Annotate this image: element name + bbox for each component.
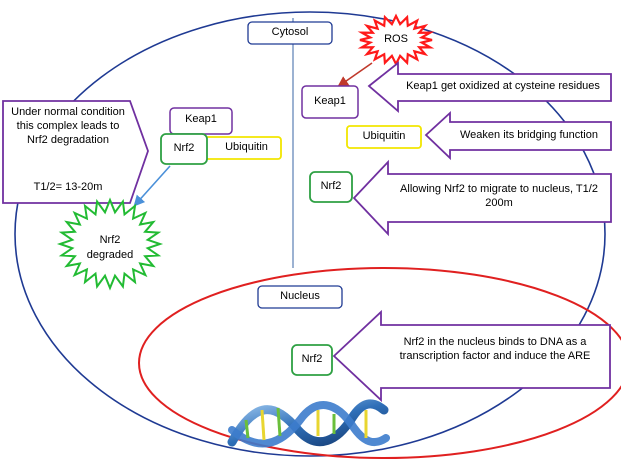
ubiquitin-note: Weaken its bridging function: [460, 129, 598, 141]
ubiquitin-label-left: Ubiquitin: [225, 141, 268, 153]
keap1-box-right: [301, 85, 359, 119]
nrf2-label-right: Nrf2: [320, 180, 342, 192]
left-callout-shape: [2, 100, 149, 204]
ubiquitin-box-right: [346, 125, 422, 149]
nrf2-label-nucleus: Nrf2: [301, 353, 323, 365]
nrf2-note: Allowing Nrf2 to migrate to nucleus, T1/…: [400, 183, 598, 209]
keap1-note-arrow: [367, 61, 612, 113]
dna-helix-icon: [227, 399, 390, 448]
nucleus-label-box: [257, 285, 343, 309]
degradation-arrow: [133, 165, 171, 207]
cytosol-label-box: [247, 21, 333, 45]
cell-membrane: [14, 11, 606, 457]
left-callout-text: Under normal condition this complex lead…: [11, 106, 125, 146]
nrf2-label-left: Nrf2: [173, 142, 195, 154]
ros-arrow: [337, 62, 373, 88]
nrf2-box-left: [160, 133, 208, 165]
ubiquitin-label-right: Ubiquitin: [362, 130, 406, 142]
left-half-life: T1/2= 13-20m: [33, 181, 103, 193]
cytosol-label: Cytosol: [271, 26, 309, 38]
nucleus-note: Nrf2 in the nucleus binds to DNA as a tr…: [399, 336, 591, 362]
nucleus-note-arrow: [332, 309, 611, 403]
ros-label: ROS: [384, 33, 408, 45]
nucleus-membrane: [138, 267, 621, 459]
degraded-label-line2: degraded: [86, 249, 134, 261]
keap1-label-left: Keap1: [185, 113, 217, 125]
nrf2-note-arrow: [352, 159, 612, 237]
nrf2-box-right: [309, 171, 353, 203]
nrf2-box-nucleus: [291, 344, 333, 376]
keap1-label-right: Keap1: [314, 95, 346, 107]
keap1-note: Keap1 get oxidized at cysteine residues: [406, 80, 600, 92]
degraded-starburst: [56, 197, 164, 291]
nucleus-label: Nucleus: [280, 290, 320, 302]
degraded-label-line1: Nrf2: [99, 234, 121, 246]
ubiquitin-note-arrow: [424, 110, 612, 161]
